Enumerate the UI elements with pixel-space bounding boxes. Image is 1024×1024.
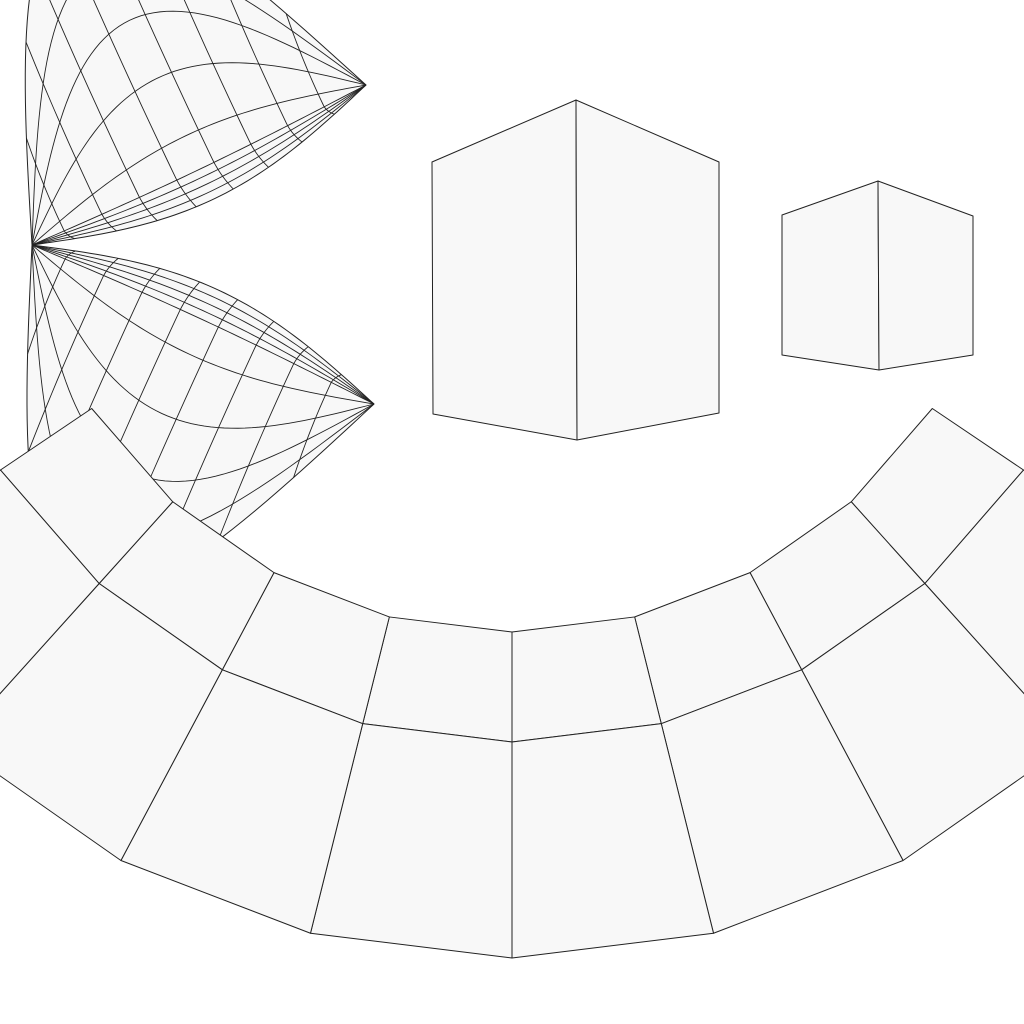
cube-large [431, 99, 720, 441]
gore-upper-parallel [93, 0, 197, 208]
gore-upper-meridian [31, 84, 367, 246]
gore-lower-meridian [31, 244, 375, 405]
gore-upper-meridian [31, 84, 367, 246]
cone-panel [511, 616, 662, 743]
gore-upper-parallel [285, 13, 335, 115]
gore-lower-parallel [27, 258, 119, 452]
cone-panel [0, 469, 100, 695]
gore-lower-parallel [152, 321, 275, 583]
cube-small-left-face [781, 180, 880, 371]
cube-large-right-face [575, 99, 720, 441]
gore-upper-parallel [26, 137, 75, 240]
truncated-cone-unfolding [0, 408, 1024, 959]
gore-lower-meridian [31, 244, 375, 429]
gore-upper-meridian [31, 10, 367, 246]
gore-lower-meridian [31, 244, 375, 405]
gore-upper-parallel [230, 0, 303, 143]
gore-upper-meridian [31, 62, 367, 246]
gore-upper-parallel [138, 0, 234, 190]
gore-upper-meridian [31, 0, 367, 246]
cube-large-left-face [431, 99, 578, 441]
gore-lower-parallel [217, 346, 309, 541]
gore-upper-parallel [183, 0, 269, 168]
gore-upper-parallel [25, 41, 117, 232]
gore-lower-meridian [31, 244, 375, 405]
cube-small [781, 180, 974, 371]
gore-lower-parallel [27, 250, 76, 355]
gore-lower-meridian [31, 244, 375, 405]
gore-lower-meridian [31, 244, 375, 405]
gore-upper-outline [24, 0, 367, 246]
gore-upper-parallel [49, 0, 158, 221]
gore-upper-meridian [31, 84, 367, 246]
gore-upper-meridian [31, 84, 367, 246]
gore-lower-parallel [293, 374, 342, 478]
cube-small-right-face [877, 180, 974, 371]
gore-upper-meridian [31, 84, 367, 246]
cone-panel [924, 469, 1024, 695]
cone-panel [0, 583, 223, 861]
